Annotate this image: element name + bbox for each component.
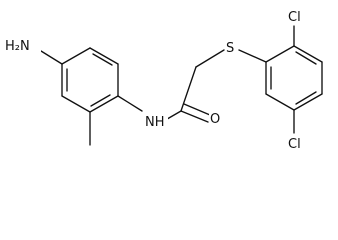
ring-a-bond-1 [61,47,91,65]
carbonyl-oxygen-label: O [210,112,220,127]
ring-a-bond-2 [89,47,119,65]
top-chloro-label: Cl [288,10,301,25]
ring-b-bond-5 [265,93,295,111]
ring-a-double-1 [92,53,113,66]
ch2-to-s-bond [195,49,225,68]
carbonyl-double-bond-2 [183,103,211,116]
bottom-chloro-label-bg [287,135,307,152]
carbonyl-to-ch2-bond [180,66,197,112]
ring-a-double-2 [90,94,111,107]
ring-a-bond-4 [89,95,119,113]
top-chloro-label-bg [287,8,307,25]
amine-label: H₂N [5,39,30,54]
oxygen-label-bg [209,110,221,127]
structure-canvas: H₂N NH O S Cl Cl [3,8,323,152]
ring-b-double-2 [295,91,317,105]
amide-nh-label: NH [145,115,165,130]
carbonyl-double-bond-1 [180,110,209,123]
ring-a-bond-5 [61,95,91,113]
amine-label-bg [3,36,41,54]
amine-bond [40,50,63,65]
ring-b-bond-2 [293,45,323,63]
ring-b-bond-1 [265,45,295,63]
bonds [40,25,323,146]
s-to-ring-bond [238,49,267,63]
chemical-structure-diagram: H₂N NH O S Cl Cl [3,8,323,152]
nh-label-bg [144,113,168,130]
ring-to-nh-bond [117,95,143,112]
thioether-sulfur-label: S [226,41,234,56]
bottom-chloro-label: Cl [288,137,301,152]
atom-labels: H₂N NH O S Cl Cl [3,8,307,152]
ring-b-double-1 [295,51,317,65]
ring-b-bond-4 [293,93,323,111]
sulfur-label-bg [225,39,238,56]
